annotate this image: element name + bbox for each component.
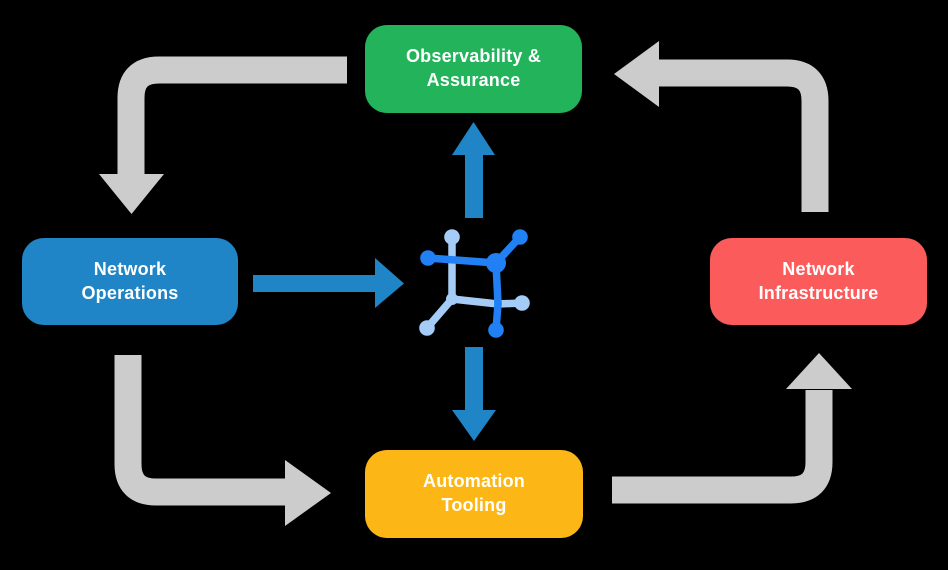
arrow-shaft: [659, 59, 829, 212]
cycle-arrow-observability-to-operations: [99, 56, 347, 214]
cycle-arrow-infrastructure-to-observability: [614, 41, 829, 212]
arrow-head-up: [786, 353, 852, 389]
node-network-operations: Network Operations: [22, 238, 238, 325]
arrow-shaft: [612, 390, 833, 504]
node-network-infrastructure: Network Infrastructure: [710, 238, 927, 325]
node-label-line1: Automation: [423, 471, 525, 492]
icon-dark-nodes: [420, 229, 528, 338]
cycle-arrow-operations-to-automation: [114, 355, 331, 526]
network-mesh-icon: [419, 229, 530, 338]
node-label-line2: Tooling: [441, 495, 507, 515]
node-automation-tooling: Automation Tooling: [365, 450, 583, 538]
arrow-shaft: [117, 56, 347, 176]
node-label-line1: Network: [93, 258, 167, 279]
icon-light-nodes: [419, 229, 530, 336]
flow-arrow-operations-to-center: [253, 258, 404, 308]
flow-arrow-center-to-observability: [452, 122, 495, 218]
node-label-line1: Observability &: [405, 46, 542, 67]
node-label-line2: Assurance: [426, 70, 521, 90]
node-label-line2: Operations: [81, 282, 179, 303]
cycle-arrow-automation-to-infrastructure: [612, 353, 852, 504]
arrow-head-down: [99, 174, 164, 214]
arrow-shaft: [114, 355, 287, 506]
arrow-head-right: [285, 460, 331, 526]
node-observability-assurance: Observability & Assurance: [365, 25, 582, 113]
arrow-head-left: [614, 41, 659, 107]
node-label-line1: Network: [782, 258, 855, 279]
node-label-line2: Infrastructure: [758, 282, 879, 303]
flow-arrow-center-to-automation: [452, 347, 496, 441]
